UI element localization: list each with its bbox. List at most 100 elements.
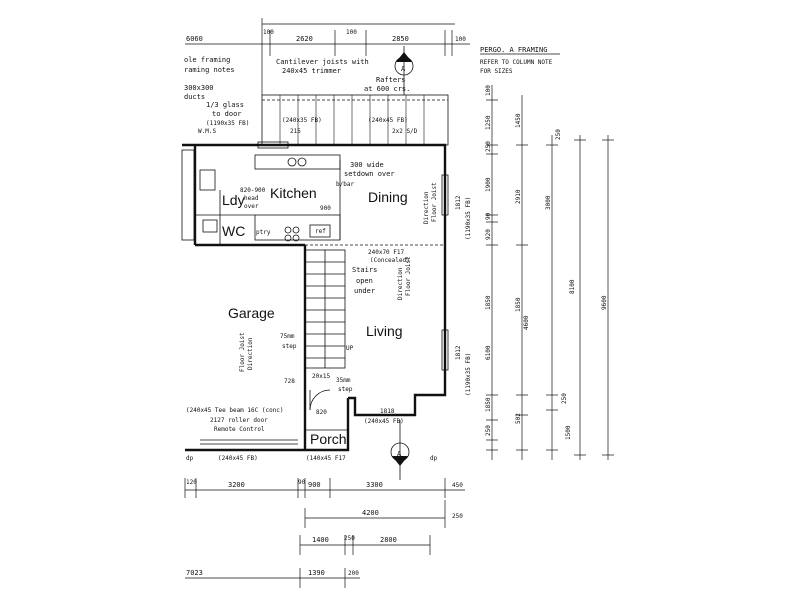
bottom-dimensions: 120 3200 90 900 3300 450 4200 250 1400 2… xyxy=(184,478,465,588)
note-sd: 2x2 S/D xyxy=(392,128,418,135)
room-ldy: Ldy xyxy=(222,192,245,208)
dim-r3-250b: 250 xyxy=(561,393,568,404)
note-roller-1: 2127 roller door xyxy=(210,417,268,424)
note-stairs-2: open xyxy=(356,277,373,285)
note-rafters-2: at 600 crs. xyxy=(364,85,410,93)
note-820: 820 xyxy=(316,409,327,416)
dim-bottom-3200: 3200 xyxy=(228,481,245,489)
dim-bottom-7023: 7023 xyxy=(186,569,203,577)
room-labels: Garage Kitchen Dining Living Porch Ldy W… xyxy=(222,185,408,447)
note-direction-garage: Direction xyxy=(247,337,254,370)
dim-r1-6100: 6100 xyxy=(485,345,492,360)
dim-r1-250b: 250 xyxy=(485,425,492,436)
note-cantilever-2: 240x45 trimmer xyxy=(282,67,341,75)
room-living: Living xyxy=(366,323,403,339)
dim-bottom-90: 90 xyxy=(298,479,306,486)
dim-bottom-120: 120 xyxy=(186,479,197,486)
note-step75-2: step xyxy=(282,343,297,350)
note-dp-right: dp xyxy=(430,455,438,462)
dim-top-100a: 100 xyxy=(263,29,274,36)
note-rafters-1: Rafters xyxy=(376,76,406,84)
note-head-2: head xyxy=(244,195,259,202)
dim-top-2620: 2620 xyxy=(296,35,313,43)
dim-r1-1850b: 1850 xyxy=(485,397,492,412)
section-a-label-top: A xyxy=(401,65,406,73)
note-dp-left: dp xyxy=(186,455,194,462)
dim-bottom-4200: 4200 xyxy=(362,509,379,517)
note-fb-right-1: 1812 xyxy=(455,195,462,210)
pergola-ref-1: REFER TO COLUMN NOTE xyxy=(480,59,553,66)
note-step35-2: step xyxy=(338,386,353,393)
note-ptry: ptry xyxy=(256,229,271,236)
dim-r1-90: 90 xyxy=(485,212,492,220)
dim-top-100c: 100 xyxy=(455,36,466,43)
right-dimensions: 100 1250 250 1900 90 920 1850 6100 1850 … xyxy=(485,85,614,460)
note-beam-concealed: (Concealed) xyxy=(370,257,410,264)
note-tee-beam: (240x45 Tee beam 16C (conc) xyxy=(186,407,284,414)
note-fb-bottom-1: (240x45 FB) xyxy=(218,455,258,462)
note-cantilever-1: Cantilever joists with xyxy=(276,58,369,66)
room-garage: Garage xyxy=(228,305,275,321)
note-ducts-2: ducts xyxy=(184,93,205,101)
dim-r2-2910: 2910 xyxy=(515,189,522,204)
dim-r2-1850: 1850 xyxy=(515,297,522,312)
dim-bottom-900: 900 xyxy=(308,481,321,489)
stairs xyxy=(304,249,346,369)
note-setdown-2: setdown over xyxy=(344,170,395,178)
dim-r3-1500: 1500 xyxy=(565,425,572,440)
note-215: 215 xyxy=(290,128,301,135)
note-fb-right-4: (1190x35 FB) xyxy=(465,353,472,396)
pergola: (240x35 FB) (240x45 FB) 215 2x2 S/D xyxy=(261,94,449,146)
dim-top-100b: 100 xyxy=(346,29,357,36)
dim-top-2850: 2850 xyxy=(392,35,409,43)
note-lintel-right: (240x45 FB) xyxy=(364,418,404,425)
note-floor-joist-garage: Floor Joist xyxy=(239,332,246,372)
dim-r3-250: 250 xyxy=(555,129,562,140)
dim-r1-250: 250 xyxy=(485,141,492,152)
note-beam-f17: 240x70 F17 xyxy=(368,249,405,256)
note-head-3: over xyxy=(244,203,259,210)
dim-bottom-200: 200 xyxy=(348,570,359,577)
rotated-labels: Floor Joist Direction Floor Joist Direct… xyxy=(239,182,472,396)
note-20x15: 20x15 xyxy=(312,373,330,380)
top-dimensions: 6060 100 2620 100 2850 100 xyxy=(185,18,470,95)
note-fb-right-2: (1190x35 FB) xyxy=(465,197,472,240)
note-stairs-3: under xyxy=(354,287,375,295)
room-dining: Dining xyxy=(368,189,408,205)
dim-r3-8100: 8100 xyxy=(569,279,576,294)
note-roller-2: Remote Control xyxy=(214,426,265,433)
windows xyxy=(257,141,449,371)
note-glass-1: 1/3 glass xyxy=(206,101,244,109)
note-setdown-1: 300 wide xyxy=(350,161,384,169)
section-a-label-bottom: A xyxy=(397,450,402,458)
note-ref: ref xyxy=(315,228,326,235)
room-porch: Porch xyxy=(310,431,347,447)
note-direction-living: Direction xyxy=(397,267,404,300)
note-bbar: b/bar xyxy=(336,181,354,188)
dim-bottom-2800: 2800 xyxy=(380,536,397,544)
dim-bottom-450: 450 xyxy=(452,482,463,489)
note-stairs-1: Stairs xyxy=(352,266,377,274)
dim-r1-1900: 1900 xyxy=(485,177,492,192)
room-wc: WC xyxy=(222,223,245,239)
note-fb-top-1: (240x35 FB) xyxy=(282,117,322,124)
dim-r3-3000: 3000 xyxy=(545,195,552,210)
pergola-note: PERGO. A FRAMING REFER TO COLUMN NOTE FO… xyxy=(480,46,560,75)
note-wms: W.M.S xyxy=(198,128,216,135)
note-framing-2: raming notes xyxy=(184,66,235,74)
note-728: 728 xyxy=(284,378,295,385)
room-kitchen: Kitchen xyxy=(270,185,317,201)
note-floor-joist-dining: Floor Joist xyxy=(431,182,438,222)
laundry-fixtures xyxy=(181,149,218,241)
interior-notes: 300 wide setdown over b/bar 820-900 head… xyxy=(186,161,438,462)
dim-r2-4600: 4600 xyxy=(523,315,530,330)
framing-notes: ole framing raming notes 300x300 ducts 1… xyxy=(184,56,410,135)
dim-top-6060: 6060 xyxy=(186,35,203,43)
note-fb-top-2: (240x45 FB) xyxy=(368,117,408,124)
dim-bottom-250: 250 xyxy=(452,513,463,520)
kitchen-benches: ptry ref 900 xyxy=(254,154,341,242)
front-door xyxy=(309,389,331,411)
dim-r1-100: 100 xyxy=(485,85,492,96)
note-fb-bottom-2: (140x45 F17 xyxy=(306,455,346,462)
pergola-ref-2: FOR SIZES xyxy=(480,68,513,75)
